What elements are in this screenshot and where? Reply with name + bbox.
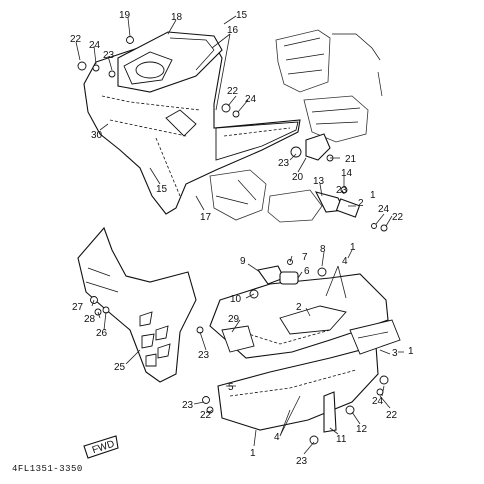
callout-6: 6 xyxy=(304,266,310,277)
callout-19: 19 xyxy=(119,10,131,21)
callout-13: 13 xyxy=(313,176,325,187)
top-hardware xyxy=(77,36,388,232)
leader-lines xyxy=(75,15,404,455)
callout-21: 21 xyxy=(345,154,357,165)
callout-23: 23 xyxy=(278,158,290,169)
callout-1: 1 xyxy=(408,346,414,357)
callout-23: 23 xyxy=(198,350,210,361)
callout-14: 14 xyxy=(341,168,353,179)
callout-18: 18 xyxy=(171,12,183,23)
callout-26: 26 xyxy=(96,328,108,339)
lower-hardware xyxy=(196,259,389,445)
callout-23: 23 xyxy=(103,50,115,61)
callout-23: 23 xyxy=(336,185,348,196)
frame-ghost-parts xyxy=(209,29,383,223)
callout-24: 24 xyxy=(378,204,390,215)
callout-27: 27 xyxy=(72,302,84,313)
headlight-duct xyxy=(117,31,223,93)
callout-24: 24 xyxy=(89,40,101,51)
callout-4: 4 xyxy=(274,432,280,443)
callout-11: 11 xyxy=(336,434,347,445)
callout-1: 1 xyxy=(250,448,256,459)
callout-5: 5 xyxy=(228,382,234,393)
callout-15: 15 xyxy=(236,10,248,21)
callout-20: 20 xyxy=(292,172,304,183)
callout-23: 23 xyxy=(296,456,308,467)
callout-22: 22 xyxy=(227,86,239,97)
callout-28: 28 xyxy=(84,314,96,325)
callout-16: 16 xyxy=(227,25,239,36)
callout-25: 25 xyxy=(114,362,126,373)
catalog-number: 4FL1351-3350 xyxy=(12,464,83,474)
callout-23: 23 xyxy=(182,400,194,411)
callout-2: 2 xyxy=(358,198,364,209)
lower-inner-panel xyxy=(77,226,197,383)
callout-22: 22 xyxy=(70,34,82,45)
callout-4: 4 xyxy=(342,256,348,267)
fwd-label: FWD xyxy=(91,439,116,457)
callout-30: 30 xyxy=(91,130,103,141)
callout-24: 24 xyxy=(372,396,384,407)
callout-9: 9 xyxy=(240,256,246,267)
callout-29: 29 xyxy=(228,314,240,325)
callout-8: 8 xyxy=(320,244,326,255)
callout-2: 2 xyxy=(296,302,302,313)
callout-17: 17 xyxy=(200,212,212,223)
fwd-direction-marker: FWD xyxy=(83,435,119,459)
callout-24: 24 xyxy=(245,94,257,105)
callout-7: 7 xyxy=(302,252,308,263)
callout-22: 22 xyxy=(386,410,398,421)
callout-labels: 19 18 15 16 22 24 23 22 24 30 15 17 23 2… xyxy=(70,10,414,467)
callout-1: 1 xyxy=(370,190,376,201)
callout-15: 15 xyxy=(156,184,168,195)
callout-22: 22 xyxy=(392,212,404,223)
callout-3: 3 xyxy=(392,348,398,359)
callout-22: 22 xyxy=(200,410,212,421)
callout-12: 12 xyxy=(356,424,368,435)
callout-1: 1 xyxy=(350,242,356,253)
callout-10: 10 xyxy=(230,294,242,305)
